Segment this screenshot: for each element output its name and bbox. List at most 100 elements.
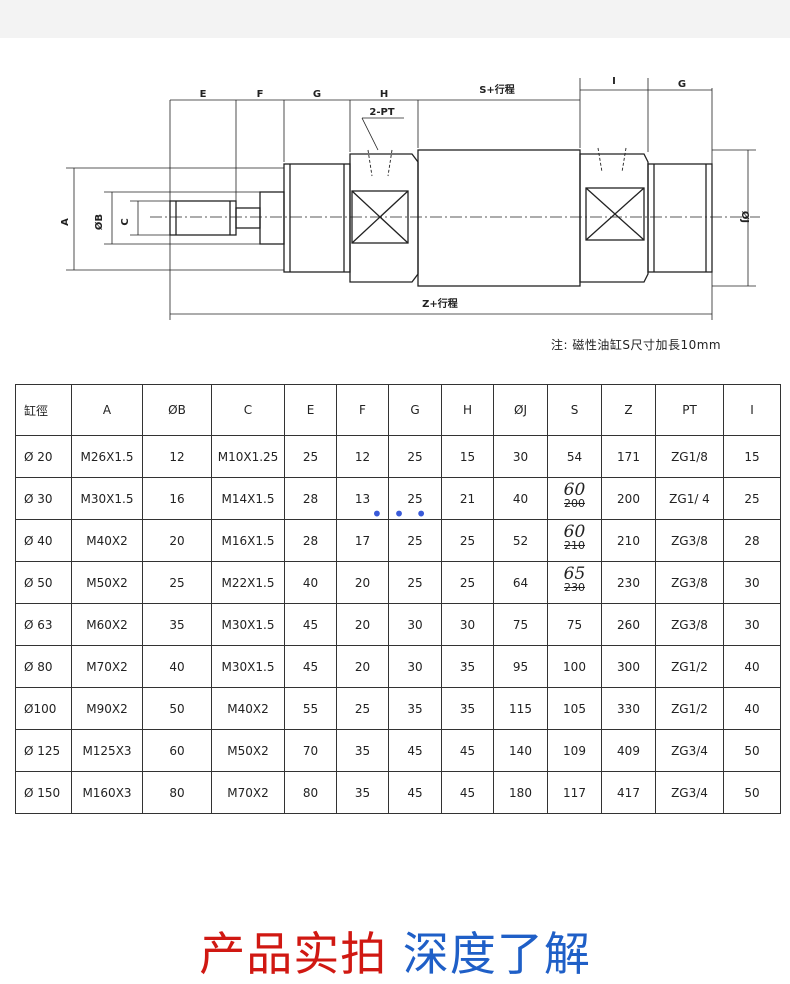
cell-e: 25 <box>284 435 337 478</box>
cell-a: M60X2 <box>71 603 143 646</box>
cell-s: 54 <box>547 435 602 478</box>
handwritten-correction: 65 <box>563 564 586 584</box>
cell-a: M125X3 <box>71 729 143 772</box>
struck-value: 210 <box>564 539 585 552</box>
magnetic-note: 注: 磁性油缸S尺寸加長10mm <box>551 338 722 352</box>
cell-j: 30 <box>493 435 548 478</box>
cell-pt: ZG3/8 <box>655 603 724 646</box>
cell-c: M16X1.5 <box>211 519 285 562</box>
cell-z: 300 <box>601 645 656 688</box>
cell-bore: Ø 40 <box>15 519 72 562</box>
cell-bore: Ø 50 <box>15 561 72 604</box>
cell-e: 55 <box>284 687 337 730</box>
cell-z: 200 <box>601 477 656 520</box>
cell-f: 25 <box>336 687 389 730</box>
cell-bore: Ø 63 <box>15 603 72 646</box>
cell-z: 417 <box>601 771 656 814</box>
cell-bore: Ø 20 <box>15 435 72 478</box>
cell-f: 35 <box>336 771 389 814</box>
cell-b: 40 <box>142 645 212 688</box>
struck-value: 200 <box>564 497 585 510</box>
cell-i: 40 <box>723 687 781 730</box>
cell-f: 20 <box>336 603 389 646</box>
cell-b: 12 <box>142 435 212 478</box>
dim-J: ØJ <box>739 211 751 223</box>
cell-bore: Ø100 <box>15 687 72 730</box>
cell-j: 180 <box>493 771 548 814</box>
cell-b: 25 <box>142 561 212 604</box>
cell-b: 20 <box>142 519 212 562</box>
footer-band <box>0 870 790 984</box>
cell-i: 50 <box>723 771 781 814</box>
footer-title: 产品实拍 深度了解 <box>0 918 790 984</box>
col-header: F <box>336 384 389 436</box>
cell-z: 330 <box>601 687 656 730</box>
cell-g: 45 <box>388 729 442 772</box>
cell-a: M30X1.5 <box>71 477 143 520</box>
dim-S: S+行程 <box>479 83 515 96</box>
cell-g: 25 <box>388 477 442 520</box>
ellipsis-overlay: • • • <box>371 502 430 526</box>
cell-g: 30 <box>388 603 442 646</box>
dim-E: E <box>200 89 207 100</box>
cell-pt: ZG1/ 4 <box>655 477 724 520</box>
col-header: PT <box>655 384 724 436</box>
cell-z: 210 <box>601 519 656 562</box>
dim-Z: Z+行程 <box>422 297 458 310</box>
cell-j: 140 <box>493 729 548 772</box>
footer-title-red: 产品实拍 <box>199 927 388 981</box>
dim-F: F <box>257 89 264 100</box>
cell-h: 25 <box>441 519 494 562</box>
dim-I: I <box>612 76 616 87</box>
cell-c: M14X1.5 <box>211 477 285 520</box>
cell-i: 30 <box>723 603 781 646</box>
cell-j: 64 <box>493 561 548 604</box>
cell-i: 40 <box>723 645 781 688</box>
table-header-row: 缸徑 A ØB C E F G H ØJ S Z PT I <box>15 384 781 436</box>
cell-e: 45 <box>284 603 337 646</box>
cell-j: 40 <box>493 477 548 520</box>
cell-e: 70 <box>284 729 337 772</box>
cell-j: 75 <box>493 603 548 646</box>
cell-b: 16 <box>142 477 212 520</box>
col-header: 缸徑 <box>15 384 72 436</box>
cell-pt: ZG3/4 <box>655 771 724 814</box>
cell-s: 100 <box>547 645 602 688</box>
cell-pt: ZG3/8 <box>655 561 724 604</box>
cell-i: 50 <box>723 729 781 772</box>
cell-j: 52 <box>493 519 548 562</box>
cell-bore: Ø 80 <box>15 645 72 688</box>
cell-h: 15 <box>441 435 494 478</box>
dim-G-right: G <box>678 79 686 90</box>
cell-i: 15 <box>723 435 781 478</box>
cell-s: 117 <box>547 771 602 814</box>
col-header: A <box>71 384 143 436</box>
cell-pt: ZG1/8 <box>655 435 724 478</box>
cell-pt: ZG3/8 <box>655 519 724 562</box>
dim-G-left: G <box>313 89 321 100</box>
cylinder-drawing: E F G H S+行程 I G 2-PT Z+行程 A ØB C ØJ <box>60 76 760 320</box>
cell-a: M26X1.5 <box>71 435 143 478</box>
cell-s: 105 <box>547 687 602 730</box>
cell-f: 20 <box>336 561 389 604</box>
cell-b: 50 <box>142 687 212 730</box>
handwritten-correction: 60 <box>563 522 586 542</box>
cell-bore: Ø 150 <box>15 771 72 814</box>
cell-c: M10X1.25 <box>211 435 285 478</box>
handwritten-correction: 60 <box>563 480 586 500</box>
dim-B: ØB <box>93 214 105 230</box>
col-header: E <box>284 384 337 436</box>
cell-h: 25 <box>441 561 494 604</box>
col-header: Z <box>601 384 656 436</box>
cell-pt: ZG3/4 <box>655 729 724 772</box>
cell-b: 35 <box>142 603 212 646</box>
cell-a: M70X2 <box>71 645 143 688</box>
cell-z: 260 <box>601 603 656 646</box>
